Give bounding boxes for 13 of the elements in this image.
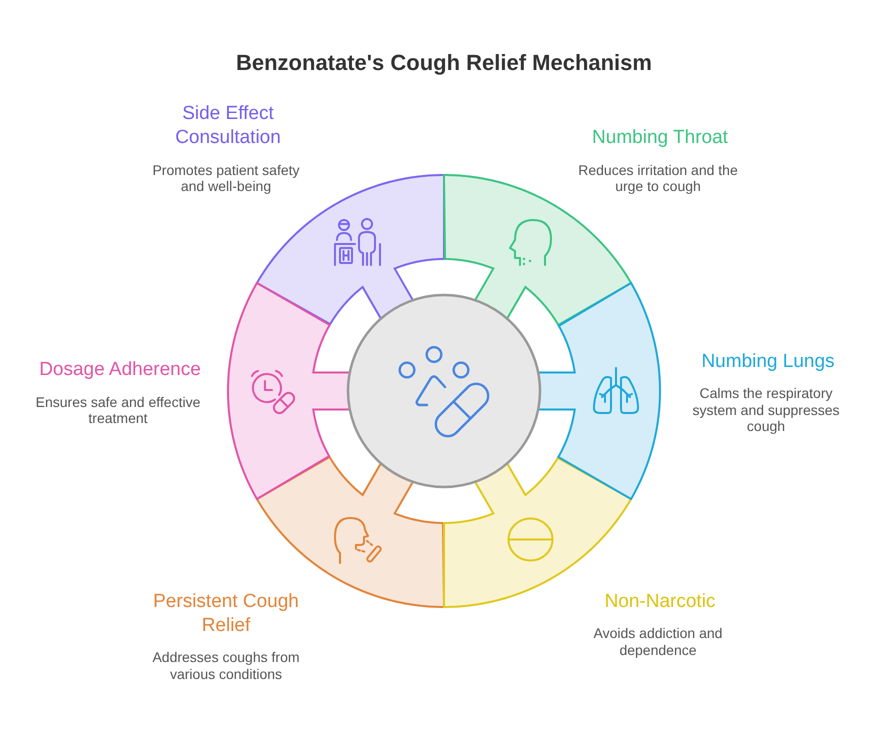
feature-title: Non-Narcotic: [604, 590, 716, 614]
feature-description: Addresses coughs from various conditions: [151, 649, 301, 682]
feature-title: Persistent Cough Relief: [152, 590, 300, 638]
feature-description: Reduces irritation and the urge to cough: [577, 162, 739, 194]
feature-description: Promotes patient safety and well-being: [151, 162, 301, 194]
feature-description: Avoids addiction and dependence: [592, 625, 724, 658]
feature-title: Side Effect Consultation: [174, 102, 282, 150]
feature-description: Ensures safe and effective treatment: [34, 394, 202, 426]
feature-title: Numbing Throat: [591, 126, 729, 150]
feature-title: Dosage Adherence: [38, 358, 202, 382]
diagram-title: Benzonatate's Cough Relief Mechanism: [235, 49, 653, 77]
feature-description: Calms the respiratory system and suppresses cough: [691, 385, 841, 434]
feature-title: Numbing Lungs: [700, 350, 836, 374]
